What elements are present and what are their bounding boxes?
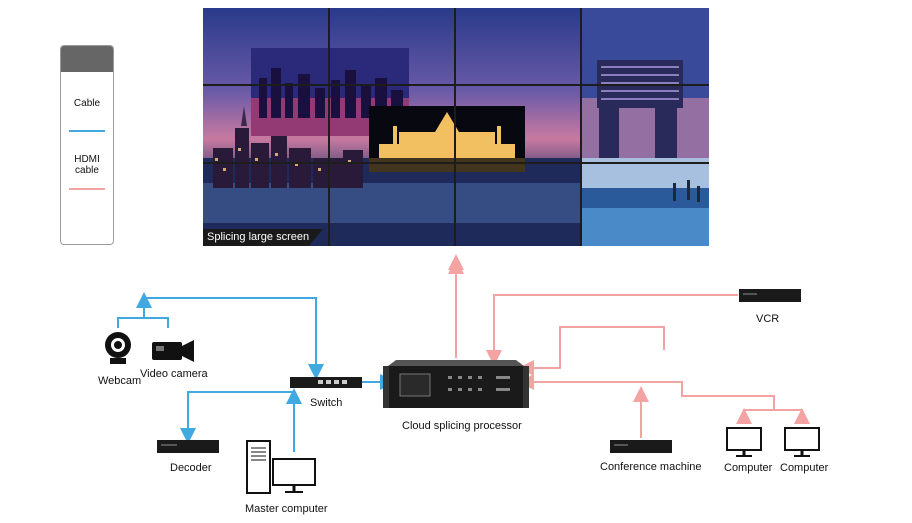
conference-machine-icon	[610, 440, 672, 453]
webcam-label: Webcam	[98, 375, 142, 387]
video-camera-label: Video camera	[140, 368, 208, 380]
cloud-splicing-processor-icon	[383, 360, 529, 408]
computer-1-icon	[726, 427, 762, 457]
computer-2-label: Computer	[780, 462, 829, 474]
conference-machine-label: Conference machine	[600, 461, 702, 473]
webcam-icon	[105, 332, 131, 364]
splicing-large-screen	[203, 8, 709, 246]
decoder-label: Decoder	[170, 462, 212, 474]
computer-1-label: Computer	[724, 462, 773, 474]
vcr-icon	[739, 289, 801, 302]
switch-label: Switch	[310, 397, 343, 409]
decoder-icon	[157, 440, 219, 453]
legend-hdmi-swatch	[69, 188, 105, 190]
computer-2-icon	[784, 427, 820, 457]
legend-cable-label: Cable	[73, 98, 101, 109]
legend-hdmi-label: HDMI cable	[74, 154, 100, 176]
video-camera-icon	[152, 340, 194, 362]
legend-header	[61, 46, 113, 72]
cable-lines	[117, 292, 396, 452]
hdmi-lines	[448, 254, 810, 438]
legend-cable-swatch	[69, 130, 105, 132]
master-computer-icon	[246, 440, 316, 494]
screen-caption: Splicing large screen	[203, 229, 324, 246]
legend: Cable HDMI cable	[60, 45, 114, 245]
vcr-label: VCR	[756, 313, 780, 325]
master-computer-label: Master computer	[245, 503, 328, 515]
processor-label: Cloud splicing processor	[402, 420, 522, 432]
switch-icon	[290, 377, 362, 388]
